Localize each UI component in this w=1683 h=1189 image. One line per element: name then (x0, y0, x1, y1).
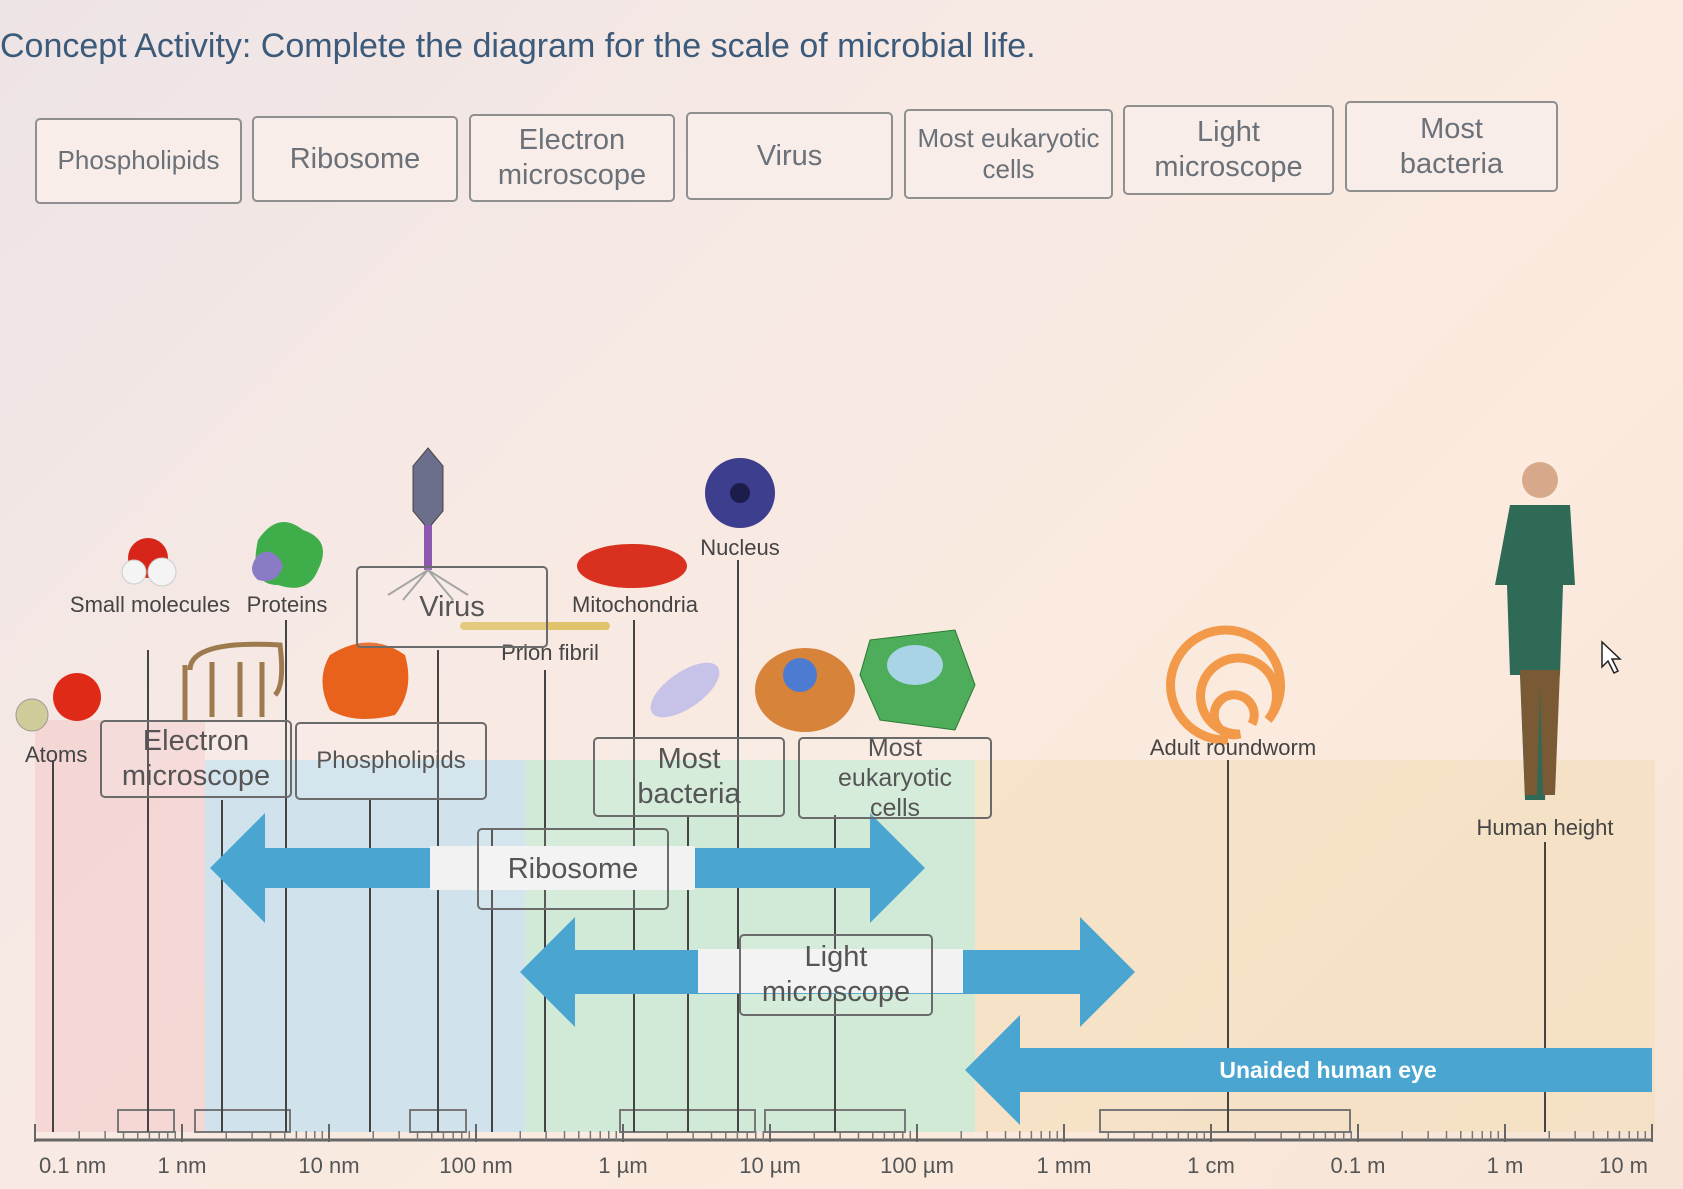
nucleus-icon-core (730, 483, 750, 503)
diagram-labels: Atoms Small molecules Proteins Mitochond… (25, 535, 1613, 840)
answer-chip-label: Ribosome (289, 142, 421, 175)
drop-target-label: Most eukaryotic cells (838, 734, 952, 822)
band-cellular (525, 760, 975, 1132)
molecule-icon-b (147, 557, 177, 587)
page-title: Concept Activity: Complete the diagram f… (0, 27, 1036, 65)
bracket-proteins (194, 1109, 291, 1133)
phospholipid-icon (182, 641, 285, 720)
plant-cell-vacuole-icon (887, 645, 943, 685)
drop-target-most-eukaryotic-cells[interactable]: Most eukaryotic cells (798, 734, 992, 822)
mitochondria-icon (577, 544, 687, 588)
roundworm-icon (1166, 625, 1286, 745)
axis-tick-label: 1 cm (1187, 1153, 1235, 1178)
virus-icon-head (412, 447, 444, 530)
atom-small-icon (15, 698, 49, 732)
label-prion-fibril: Prion fibril (501, 640, 599, 665)
drop-target-label: Light microscope (761, 941, 911, 1008)
prion-fibril-icon (460, 622, 610, 630)
answer-chip-label: Most bacteria (1399, 112, 1504, 180)
axis-tick-label: 1 µm (598, 1153, 647, 1178)
axis-tick-label: 100 µm (880, 1153, 954, 1178)
drop-target-electron-microscope[interactable]: Electron microscope (100, 720, 292, 798)
molecule-icon-c (121, 559, 147, 585)
axis-tick-label: 0.1 nm (39, 1153, 106, 1178)
axis-tick-label: 1 nm (158, 1153, 207, 1178)
drop-target-label: Electron microscope (121, 725, 271, 792)
atom-large-icon (53, 673, 101, 721)
unaided-eye-label: Unaided human eye (1219, 1057, 1436, 1083)
label-small-molecules: Small molecules (70, 592, 230, 617)
human-legs-icon (1520, 670, 1560, 795)
answer-chip-virus[interactable]: Virus (686, 112, 893, 200)
label-mitochondria: Mitochondria (572, 592, 699, 617)
drop-target-label: Most bacteria (637, 743, 741, 810)
bracket-roundworm (1099, 1109, 1351, 1133)
drop-target-virus[interactable]: Virus (356, 566, 548, 648)
unaided-eye-range-arrow (965, 1015, 1652, 1125)
label-adult-roundworm: Adult roundworm (1150, 735, 1316, 760)
bacteria-icon (650, 662, 720, 718)
answer-chip-ribosome[interactable]: Ribosome (252, 116, 458, 202)
answer-chip-label: Virus (756, 139, 823, 172)
answer-chip-label: Light microscope (1154, 116, 1303, 183)
axis-tick-label: 1 m (1487, 1153, 1524, 1178)
axis-tick-label: 1 mm (1037, 1153, 1092, 1178)
axis-tick-label: 0.1 m (1330, 1153, 1385, 1178)
drop-target-ribosome[interactable]: Ribosome (477, 828, 669, 910)
cursor-icon (1601, 640, 1622, 675)
answer-chip-electron-microscope[interactable]: Electron microscope (469, 114, 675, 202)
label-atoms: Atoms (25, 742, 87, 767)
drop-target-label: Ribosome (507, 852, 639, 885)
arrow-label-backing-2 (698, 949, 963, 993)
drop-target-light-microscope[interactable]: Light microscope (739, 934, 933, 1016)
axis-tick-label: 10 nm (298, 1153, 359, 1178)
answer-chip-phospholipids[interactable]: Phospholipids (35, 118, 242, 204)
protein-icon-blue (252, 551, 283, 581)
animal-cell-nucleus-icon (783, 658, 817, 692)
arrow-label-backing-1 (430, 846, 695, 890)
human-head-icon (1522, 462, 1558, 498)
label-nucleus: Nucleus (700, 535, 779, 560)
band-atomic (35, 720, 205, 1132)
axis-tick-label: 10 µm (739, 1153, 801, 1178)
answer-chip-label: Phospholipids (57, 145, 220, 176)
label-human-height: Human height (1477, 815, 1614, 840)
drop-target-label: Virus (419, 590, 485, 623)
virus-icon-legs (387, 569, 469, 601)
answer-chip-most-eukaryotic-cells[interactable]: Most eukaryotic cells (904, 109, 1113, 199)
scale-axis: 0.1 nm 1 nm 10 nm 100 nm 1 µm 10 µm 100 µm 1 mm… (34, 1124, 1653, 1178)
drop-target-phospholipids[interactable]: Phospholipids (295, 722, 487, 800)
ribosome-icon (322, 642, 409, 719)
answer-chip-most-bacteria[interactable]: Most bacteria (1345, 101, 1558, 192)
illustrations (15, 447, 1622, 800)
range-arrows: Unaided human eye (210, 813, 1652, 1125)
label-proteins: Proteins (247, 592, 328, 617)
virus-icon-tail (424, 525, 432, 570)
drop-target-label: Phospholipids (316, 746, 466, 774)
band-molecular (205, 760, 525, 1132)
drop-target-most-bacteria[interactable]: Most bacteria (593, 737, 785, 817)
answer-chip-light-microscope[interactable]: Light microscope (1123, 105, 1334, 195)
bracket-small-molecules (117, 1109, 175, 1133)
axis-tick-label: 100 nm (439, 1153, 512, 1178)
human-body-icon (1495, 505, 1575, 800)
answer-chip-label: Electron microscope (497, 124, 647, 191)
axis-tick-label: 10 m (1599, 1153, 1648, 1178)
answer-chip-label: Most eukaryotic cells (917, 122, 1100, 184)
